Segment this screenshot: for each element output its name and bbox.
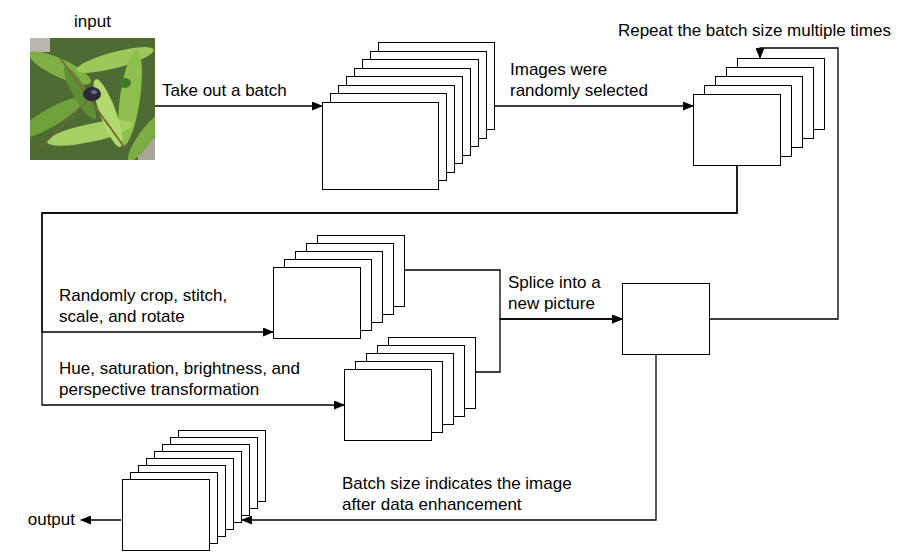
edge-label: Hue, saturation, brightness, and perspec… (57, 359, 331, 400)
flow-arrow (476, 319, 622, 372)
edge-label: Take out a batch (160, 81, 289, 101)
edge-label: Batch size indicates the image after dat… (340, 474, 604, 515)
edge-label: Images were randomly selected (508, 60, 662, 101)
image-card (122, 479, 210, 551)
flow-arrow (155, 105, 322, 106)
image-stack (122, 430, 266, 551)
image-card (344, 369, 432, 441)
image-stack (273, 235, 405, 339)
image-box (622, 283, 710, 355)
photo-heading: input (74, 12, 111, 32)
output-arrow (81, 519, 121, 520)
image-stack (344, 337, 476, 441)
image-stack (693, 58, 825, 166)
image-stack (322, 42, 495, 190)
edge-label: Repeat the batch size multiple times (616, 21, 893, 41)
edge-label: Splice into a new picture (506, 273, 622, 314)
flow-arrow (495, 105, 693, 106)
image-card (322, 102, 439, 190)
flow-arrow (405, 270, 622, 319)
image-card (693, 94, 781, 166)
edge-label: Randomly crop, stitch, scale, and rotate (57, 286, 261, 327)
image-card (273, 267, 361, 339)
output-label: output (26, 510, 77, 530)
input-photo: input (30, 38, 155, 160)
leaf-photo (30, 38, 155, 160)
